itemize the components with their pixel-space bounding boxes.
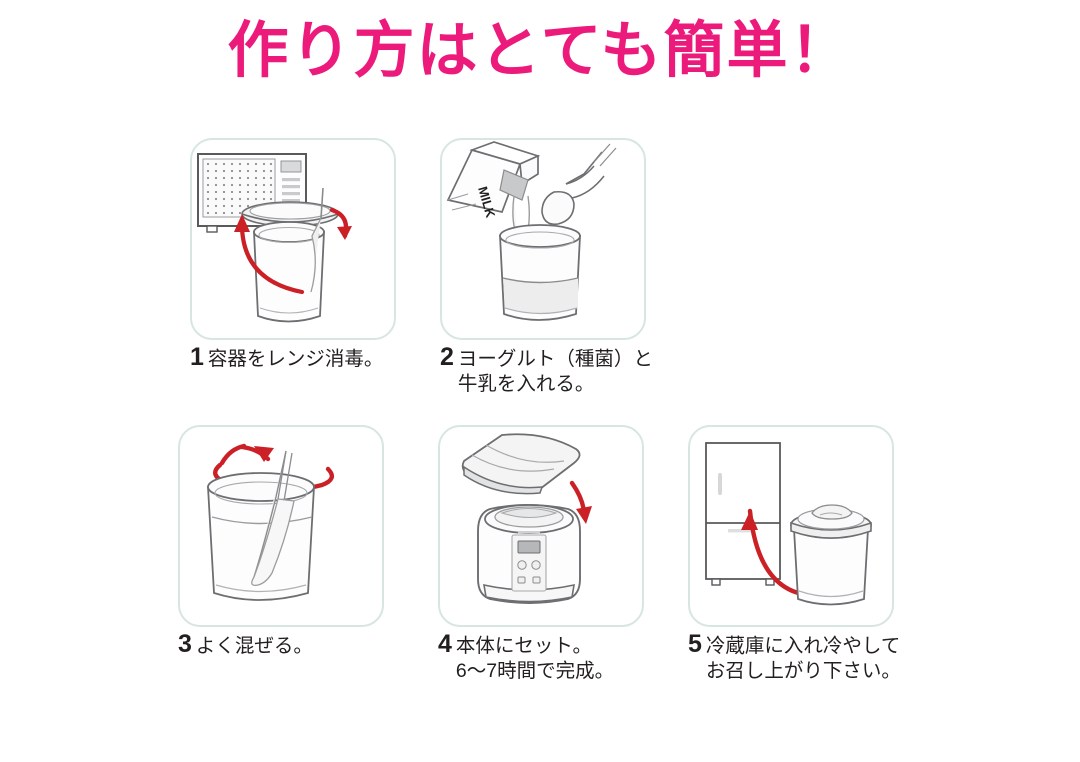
spoon-shape	[251, 450, 295, 586]
step-2-caption: 2 ヨーグルト（種菌）と 牛乳を入れる。	[440, 344, 653, 397]
step-5-frame	[688, 425, 894, 627]
step-3-frame	[178, 425, 384, 627]
container-with-lid-shape	[790, 504, 872, 606]
step-5-caption: 5 冷蔵庫に入れ冷やして お召し上がり下さい。	[688, 631, 901, 684]
spoon-shape	[541, 143, 617, 226]
container-shape	[253, 187, 325, 323]
step-2-illustration: MILK	[442, 140, 644, 338]
step-1-caption: 1 容器をレンジ消毒。	[190, 344, 383, 372]
step-2-number: 2	[440, 343, 454, 371]
step-3-line-1: よく混ぜる。	[195, 635, 313, 657]
step-2-frame: MILK	[440, 138, 646, 340]
yogurt-maker-shape	[477, 504, 581, 604]
page-title: 作り方はとても簡単！	[227, 16, 853, 84]
arrow-to-microwave	[234, 214, 305, 295]
step-5-line-1: 冷蔵庫に入れ冷やして	[705, 635, 901, 657]
step-4-line-2: 6〜7時間で完成。	[455, 659, 615, 682]
step-4-illustration	[440, 427, 642, 625]
step-4-caption: 4 本体にセット。 6〜7時間で完成。	[438, 631, 614, 684]
step-4-number: 4	[438, 630, 452, 658]
step-1-line-1: 容器をレンジ消毒。	[207, 348, 384, 370]
step-3-caption: 3 よく混ぜる。	[178, 631, 313, 659]
step-4-frame	[438, 425, 644, 627]
arrow-down-icon	[569, 480, 592, 524]
machine-lid-shape	[461, 433, 581, 495]
step-1-number: 1	[190, 343, 204, 371]
step-1-frame	[190, 138, 396, 340]
milk-carton-shape: MILK	[446, 141, 541, 220]
step-3-illustration	[180, 427, 382, 625]
container-shape	[499, 224, 581, 321]
refrigerator-shape	[705, 442, 781, 586]
step-5-line-2: お召し上がり下さい。	[705, 659, 901, 682]
step-2-line-1: ヨーグルト（種菌）と	[457, 348, 653, 370]
step-4-line-1: 本体にセット。	[455, 635, 593, 657]
arrow-to-container	[329, 207, 352, 240]
step-5-number: 5	[688, 630, 702, 658]
step-5-illustration	[690, 427, 892, 625]
step-2-line-2: 牛乳を入れる。	[457, 372, 595, 395]
step-3-number: 3	[178, 630, 192, 658]
step-1-illustration	[192, 140, 394, 338]
